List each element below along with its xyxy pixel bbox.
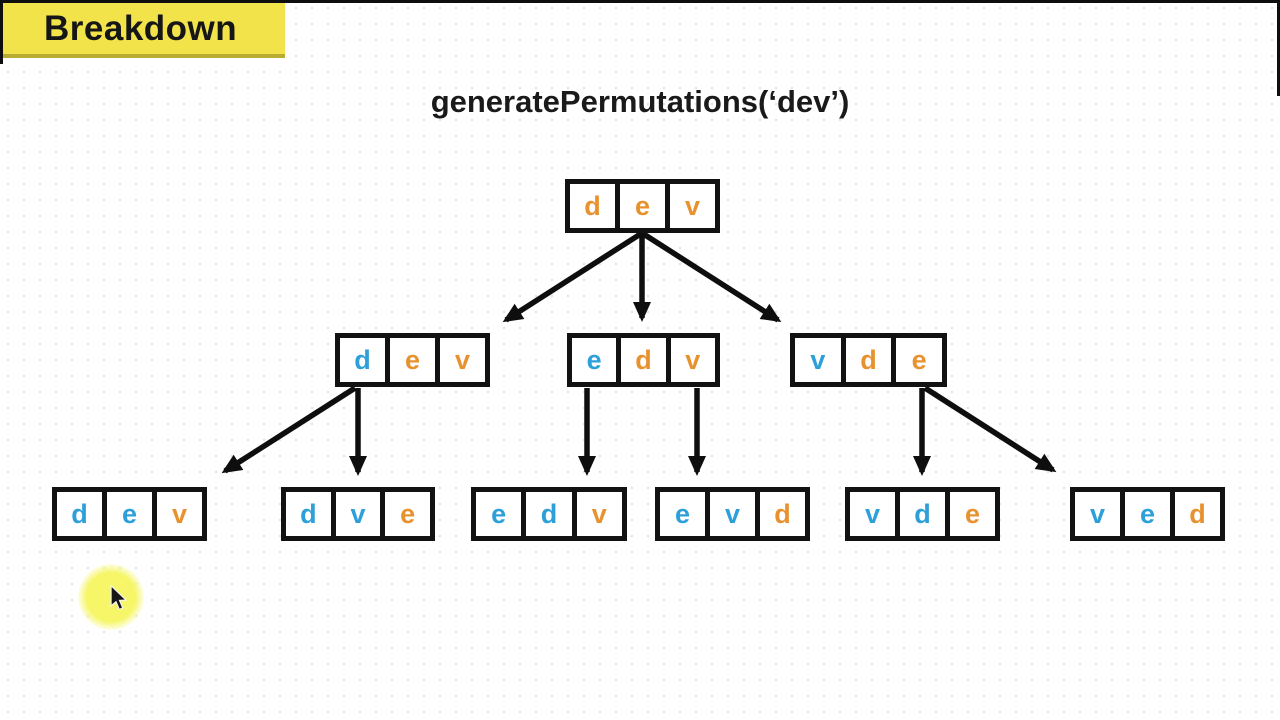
cell-letter: e [634, 190, 651, 221]
node-cell: e [655, 487, 710, 541]
cell-letter: e [911, 344, 927, 375]
tree-node-l3-dev: d e v [52, 487, 207, 541]
cell-letter: e [1139, 498, 1156, 529]
cell-letter: e [491, 498, 507, 529]
cell-letter: d [860, 344, 877, 375]
node-cell: d [616, 333, 671, 387]
cell-letter: d [540, 498, 558, 529]
node-cell: d [565, 179, 620, 233]
node-cell: v [435, 333, 490, 387]
cell-letter: v [810, 344, 826, 375]
cell-letter: d [914, 498, 931, 529]
arrow-dev-to-dev [221, 385, 357, 474]
arrow-root-to-dev [502, 230, 644, 323]
node-cell: d [840, 333, 897, 387]
node-cell: v [665, 179, 720, 233]
node-cell: e [945, 487, 1000, 541]
node-cell: d [521, 487, 577, 541]
node-cell: e [102, 487, 157, 541]
cell-letter: d [71, 498, 88, 529]
cell-letter: e [404, 344, 421, 375]
arrow-root-to-vde [640, 230, 782, 323]
breakdown-badge-label: Breakdown [44, 8, 238, 48]
node-cell: d [755, 487, 810, 541]
tree-node-l3-dve: d v e [281, 487, 436, 541]
cell-letter: e [964, 498, 981, 529]
cell-letter: d [635, 344, 652, 375]
cell-letter: v [684, 190, 701, 221]
video-edge-left [0, 0, 3, 64]
node-cell: v [665, 333, 720, 387]
video-edge-top [0, 0, 1280, 3]
page-title: generatePermutations(‘dev’) [430, 84, 850, 119]
cell-letter: v [454, 344, 471, 375]
cell-letter: v [1089, 498, 1106, 529]
mouse-cursor-icon [110, 585, 128, 611]
cell-letter: v [171, 498, 188, 529]
cell-letter: v [685, 344, 701, 375]
node-cell: e [891, 333, 948, 387]
node-cell: v [1070, 487, 1125, 541]
cell-letter: d [354, 344, 371, 375]
node-cell: d [895, 487, 950, 541]
tree-node-l2-dev: d e v [335, 333, 490, 387]
cell-letter: e [586, 344, 602, 375]
cell-letter: d [584, 190, 601, 221]
cell-letter: e [674, 498, 691, 529]
node-cell: v [790, 333, 846, 387]
node-cell: e [615, 179, 670, 233]
tree-node-l3-edv: e d v [471, 487, 627, 541]
tree-node-root-dev: d e v [565, 179, 720, 233]
cell-letter: d [300, 498, 317, 529]
cell-letter: v [724, 498, 741, 529]
tree-node-l2-edv: e d v [567, 333, 720, 387]
node-cell: d [281, 487, 336, 541]
cell-letter: v [591, 498, 607, 529]
tree-node-l3-ved: v e d [1070, 487, 1225, 541]
node-cell: d [52, 487, 107, 541]
tree-node-l2-vde: v d e [790, 333, 948, 387]
arrow-vde-to-ved [923, 385, 1057, 473]
video-edge-right [1277, 0, 1280, 96]
tree-node-l3-vde: v d e [845, 487, 1000, 541]
tree-node-l3-evd: e v d [655, 487, 810, 541]
cell-letter: v [350, 498, 366, 529]
cell-letter: e [400, 498, 416, 529]
node-cell: v [705, 487, 760, 541]
node-cell: v [845, 487, 900, 541]
node-cell: e [385, 333, 440, 387]
cell-letter: d [774, 498, 791, 529]
cell-letter: d [1189, 498, 1206, 529]
arrow-lines [221, 230, 1057, 476]
cell-letter: v [864, 498, 881, 529]
node-cell: e [471, 487, 527, 541]
node-cell: v [330, 487, 386, 541]
node-cell: e [567, 333, 622, 387]
breakdown-badge: Breakdown [3, 3, 285, 58]
cell-letter: e [121, 498, 138, 529]
node-cell: e [1120, 487, 1175, 541]
node-cell: d [335, 333, 390, 387]
node-cell: e [380, 487, 436, 541]
node-cell: v [571, 487, 627, 541]
node-cell: d [1170, 487, 1225, 541]
node-cell: v [152, 487, 207, 541]
